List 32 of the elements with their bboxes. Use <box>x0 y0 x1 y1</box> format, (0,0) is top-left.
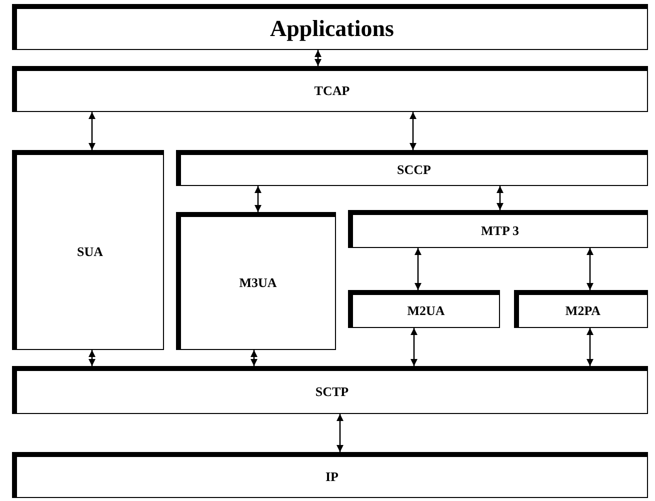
double-arrow <box>88 350 96 366</box>
layer-label: M3UA <box>239 275 277 291</box>
layer-label: MTP 3 <box>481 223 519 239</box>
layer-box <box>12 452 648 498</box>
double-arrow <box>314 50 322 66</box>
layer-box <box>176 212 336 350</box>
layer-box <box>514 290 648 328</box>
double-arrow <box>410 112 416 150</box>
layer-label: Applications <box>270 16 394 42</box>
double-arrow <box>336 414 344 452</box>
double-arrow <box>496 186 504 210</box>
layer-box <box>12 4 648 50</box>
double-arrow <box>254 186 262 212</box>
layer-label: SCTP <box>315 384 349 400</box>
double-arrow <box>88 112 96 150</box>
layer-box <box>12 366 648 414</box>
double-arrow <box>250 350 258 366</box>
layer-box <box>348 210 648 248</box>
layer-box <box>12 150 164 350</box>
layer-box <box>12 66 648 112</box>
layer-label: SUA <box>76 244 103 260</box>
layer-box <box>176 150 648 186</box>
double-arrow <box>410 328 418 366</box>
layer-label: M2PA <box>565 303 601 319</box>
double-arrow <box>586 328 594 366</box>
layer-label: IP <box>326 469 338 485</box>
layer-box <box>348 290 500 328</box>
layer-label: SCCP <box>397 162 431 178</box>
layer-label: M2UA <box>407 303 445 319</box>
double-arrow <box>414 248 422 290</box>
layer-label: TCAP <box>314 83 350 99</box>
double-arrow <box>586 248 594 290</box>
